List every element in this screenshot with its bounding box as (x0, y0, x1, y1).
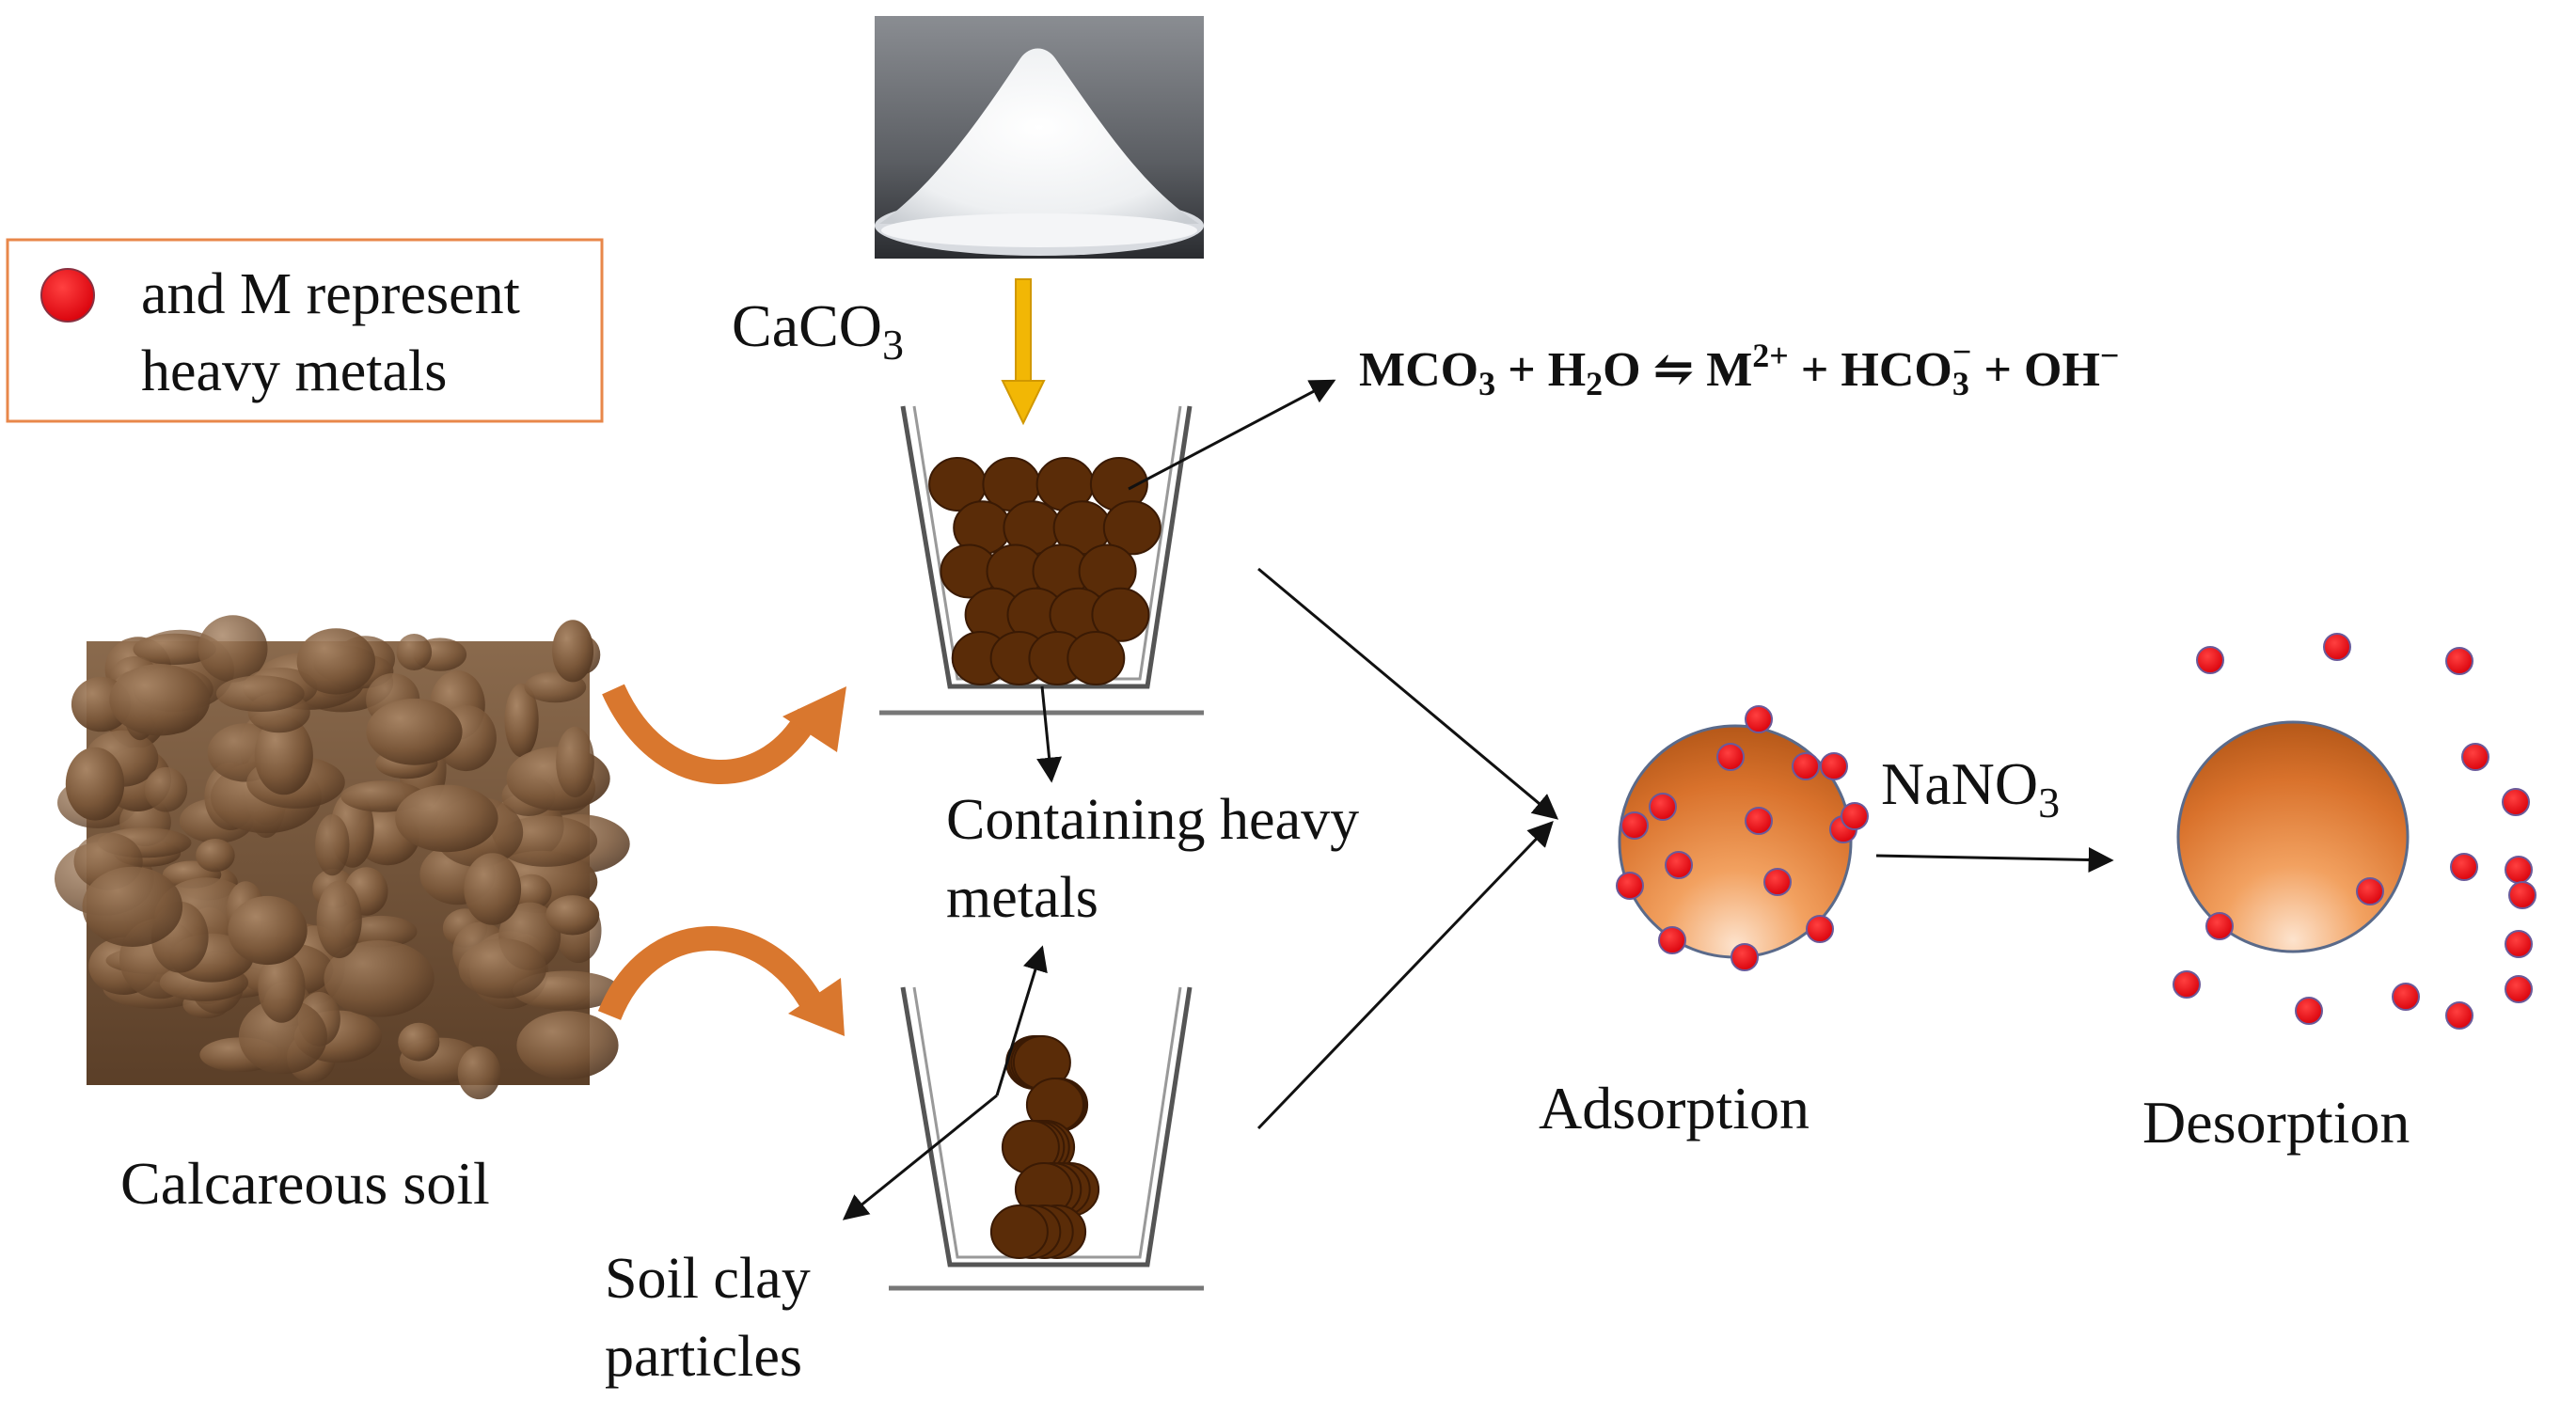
soil-clod (228, 895, 308, 966)
soil-particle (989, 1204, 1049, 1259)
heavy-metal-dot (2323, 633, 2351, 661)
arrow-bottom-to-adsorption (1256, 821, 1554, 1130)
legend-line-2: heavy metals (141, 339, 447, 403)
soil-clod (556, 726, 594, 798)
orange-curved-arrow-bottom-icon (597, 926, 845, 1036)
desorption-sphere (2173, 633, 2536, 1030)
caco3-label: CaCO3 (732, 292, 904, 369)
arrow-to-metals-label (995, 945, 1048, 1096)
caco3-powder-photo (875, 16, 1204, 259)
heavy-metal-dot (1745, 705, 1773, 733)
soil-clod (545, 895, 600, 936)
orange-curved-arrow-top-icon (602, 684, 846, 784)
soil-particle (1067, 631, 1126, 685)
soil-clod (316, 880, 362, 959)
heavy-metal-dot (2508, 881, 2536, 909)
legend-box (6, 238, 604, 423)
adsorption-sphere (1616, 705, 1869, 971)
containing-heavy-metals-line1: Containing heavy (946, 788, 1359, 852)
heavy-metal-dot (1731, 943, 1759, 971)
arrow-to-equation (1128, 379, 1336, 491)
heavy-metal-dot (1841, 802, 1869, 830)
heavy-metal-dot (1616, 872, 1644, 900)
heavy-metal-dot (2450, 853, 2478, 881)
heavy-metal-dot (2502, 788, 2530, 816)
arrow-to-desorption (1875, 847, 2114, 874)
soil-clod (82, 866, 183, 948)
arrow-top-to-adsorption (1257, 567, 1559, 820)
soil-clod (324, 940, 435, 1017)
soil-clod (258, 951, 306, 1023)
heavy-metal-dot (1792, 752, 1820, 780)
soil-clod (398, 1022, 440, 1062)
soil-clod (109, 664, 211, 736)
heavy-metal-dot (1620, 811, 1649, 840)
soil-clod (133, 633, 216, 666)
soil-clod (396, 634, 433, 670)
soil-clod (215, 675, 305, 712)
soil-clod (196, 839, 235, 873)
dissolution-equation: MCO3 + H2O ⇋ M2+ + HCO3− + OH− (1359, 333, 2119, 402)
heavy-metal-dot (2356, 877, 2384, 905)
soil-clod (296, 628, 375, 695)
desorption-label: Desorption (2142, 1089, 2410, 1156)
heavy-metal-dot (2295, 997, 2323, 1025)
soil-clod (198, 615, 268, 683)
heavy-metal-dot (1763, 868, 1792, 896)
nano3-label: NaNO3 (1881, 750, 2060, 826)
soil-clod (65, 747, 125, 821)
arrow-to-soil-clay-label (842, 1094, 998, 1220)
heavy-metal-dot (1658, 926, 1686, 954)
calcareous-soil-photo (55, 615, 630, 1100)
heavy-metal-dot (2173, 970, 2201, 999)
heavy-metal-dot (1820, 752, 1848, 780)
soil-clod (238, 999, 327, 1075)
soil-clod (504, 683, 539, 758)
heavy-metal-dot (2205, 912, 2234, 940)
soil-clod (516, 1011, 619, 1080)
heavy-metal-dot (1806, 915, 1834, 943)
soil-clod (511, 874, 552, 910)
soil-clod (315, 814, 350, 876)
soil-particle (1102, 500, 1162, 556)
soil-clod (395, 784, 498, 853)
beaker-top (879, 405, 1204, 716)
legend-line-1: and M represent (141, 262, 520, 326)
heavy-metal-dot (1665, 851, 1693, 879)
soil-clod (464, 853, 522, 925)
soil-clod (366, 698, 463, 765)
heavy-metal-dot (1716, 743, 1745, 771)
calcareous-soil-label: Calcareous soil (120, 1150, 490, 1217)
soil-clod (458, 938, 547, 999)
soil-particle (1091, 587, 1150, 642)
red-dot-icon (40, 268, 95, 323)
containing-heavy-metals-line2: metals (946, 866, 1098, 930)
soil-clod (144, 766, 188, 812)
heavy-metal-dot (1745, 807, 1773, 835)
soil-clod (344, 915, 418, 948)
heavy-metal-dot (2196, 646, 2224, 674)
adsorption-label: Adsorption (1539, 1075, 1810, 1141)
beaker-bottom (889, 986, 1204, 1291)
soil-clod (457, 1046, 501, 1100)
heavy-metal-dot (2445, 647, 2473, 675)
heavy-metal-dot (1649, 793, 1677, 821)
heavy-metal-dot (2445, 1001, 2473, 1030)
soil-clod (254, 716, 313, 795)
heavy-metal-dot (2505, 975, 2533, 1003)
legend: and M represent heavy metals (6, 238, 604, 423)
heavy-metal-dot (2461, 743, 2489, 771)
soil-clod (552, 620, 594, 683)
heavy-metal-dot (2505, 930, 2533, 958)
soil-clay-line1: Soil clay (605, 1247, 811, 1311)
yellow-down-arrow-icon (1001, 278, 1046, 426)
heavy-metal-dot (2505, 856, 2533, 884)
soil-clay-line2: particles (605, 1325, 802, 1389)
arrow-to-containing-label (1036, 685, 1063, 783)
heavy-metal-dot (2392, 983, 2420, 1011)
